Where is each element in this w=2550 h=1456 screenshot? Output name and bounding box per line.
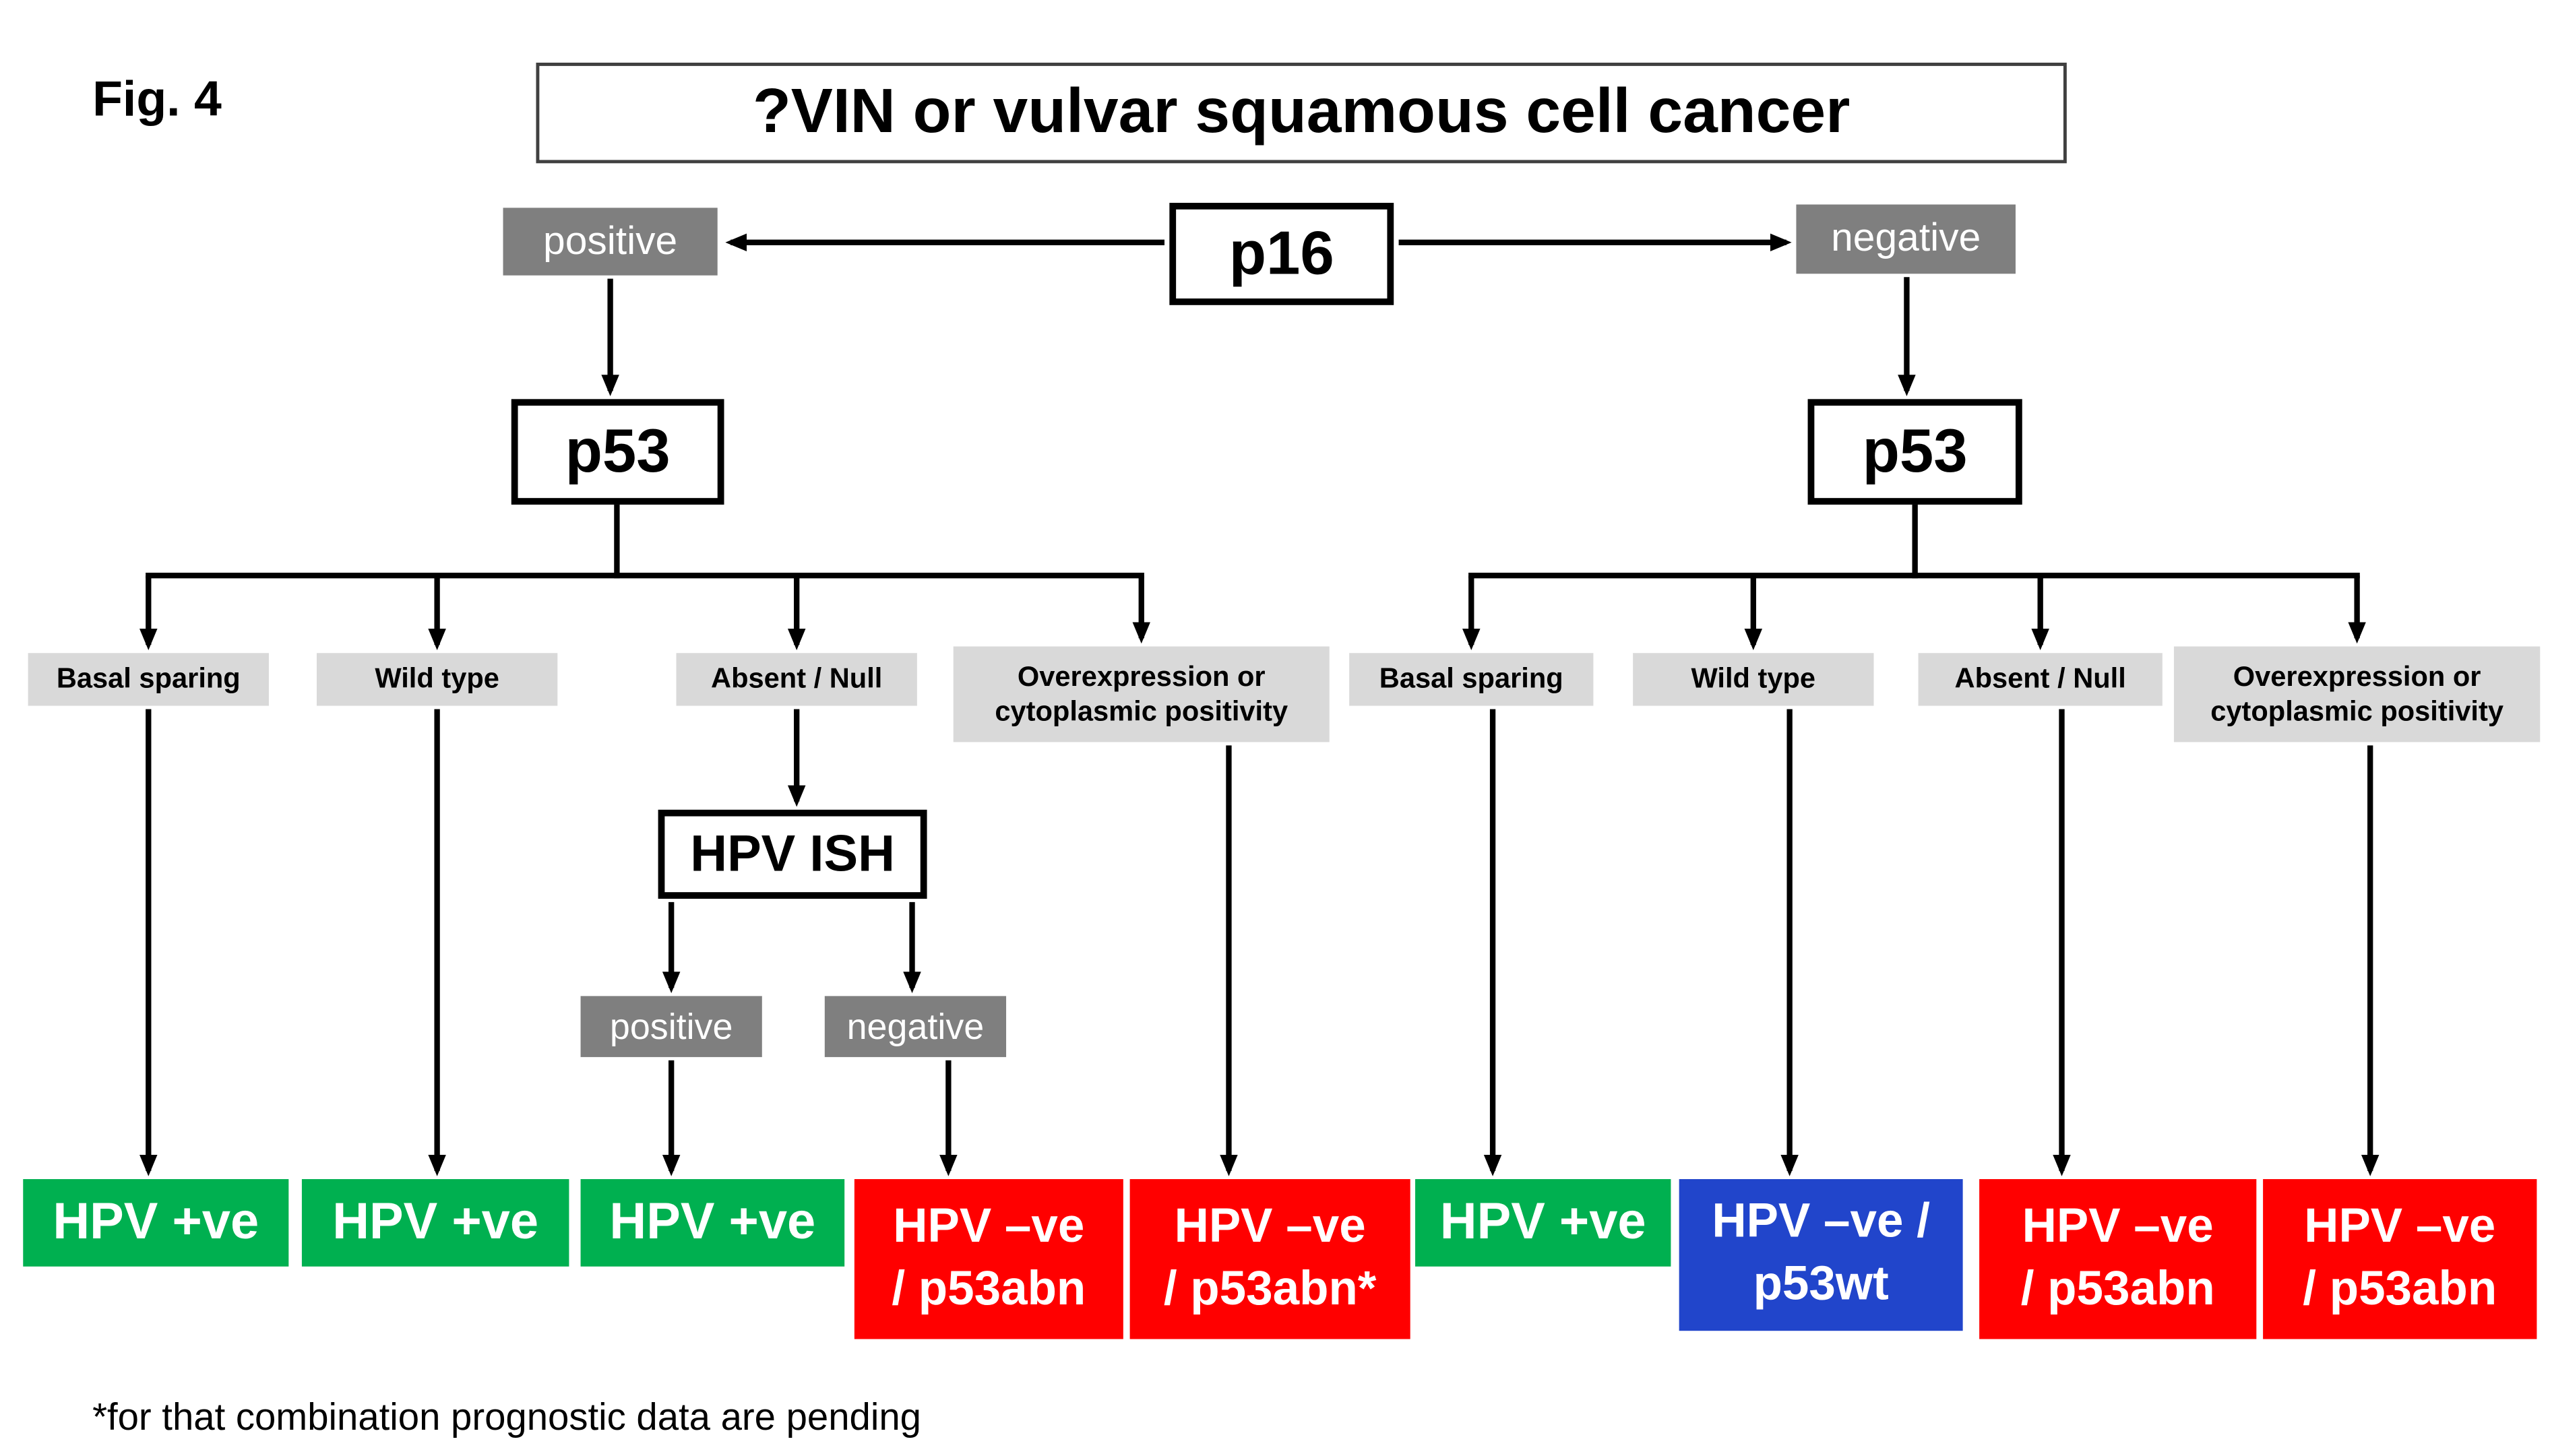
- left-pattern-overexpression: Overexpression or cytoplasmic positivity: [953, 646, 1330, 742]
- outcome-right-absent-p53abn: HPV –ve / p53abn: [1979, 1179, 2257, 1339]
- right-pattern-absent-null: Absent / Null: [1918, 653, 2163, 706]
- outcome-ish-negative-p53abn: HPV –ve / p53abn: [854, 1179, 1123, 1339]
- ish-positive-label: positive: [580, 996, 762, 1057]
- right-pattern-wild-type: Wild type: [1633, 653, 1874, 706]
- p53-left-node: p53: [511, 399, 724, 505]
- left-pattern-absent-null: Absent / Null: [676, 653, 917, 706]
- outcome-right-overexpression-p53abn: HPV –ve / p53abn: [2263, 1179, 2537, 1339]
- footnote: *for that combination prognostic data ar…: [92, 1395, 921, 1438]
- right-pattern-overexpression: Overexpression or cytoplasmic positivity: [2173, 646, 2541, 742]
- outcome-right-wild-p53wt: HPV –ve / p53wt: [1679, 1179, 1963, 1331]
- left-pattern-basal-sparing: Basal sparing: [28, 653, 269, 706]
- hpv-ish-node: HPV ISH: [658, 809, 927, 899]
- left-p53-branch-lines: [139, 501, 1150, 650]
- outcome-ish-positive-hpv-positive: HPV +ve: [580, 1179, 845, 1267]
- p53-right-node: p53: [1807, 399, 2022, 505]
- left-pattern-wild-type: Wild type: [316, 653, 558, 706]
- outcome-left-wild-hpv-positive: HPV +ve: [301, 1179, 569, 1267]
- outcome-left-overexpression-p53abn: HPV –ve / p53abn*: [1129, 1179, 1410, 1339]
- p16-node: p16: [1169, 203, 1394, 305]
- hpv-ish-arrows: [662, 709, 921, 994]
- outcome-arrows: [139, 709, 2380, 1176]
- outcome-right-basal-hpv-positive: HPV +ve: [1415, 1179, 1671, 1267]
- right-pattern-basal-sparing: Basal sparing: [1349, 653, 1594, 706]
- outcome-left-basal-hpv-positive: HPV +ve: [23, 1179, 289, 1267]
- figure-label: Fig. 4: [92, 72, 222, 127]
- p16-branch-arrows: [601, 233, 1916, 397]
- right-p53-branch-lines: [1462, 501, 2366, 650]
- ish-negative-label: negative: [824, 996, 1007, 1057]
- p16-positive-label: positive: [503, 208, 718, 276]
- p16-negative-label: negative: [1796, 204, 2016, 274]
- title: ?VIN or vulvar squamous cell cancer: [536, 63, 2067, 164]
